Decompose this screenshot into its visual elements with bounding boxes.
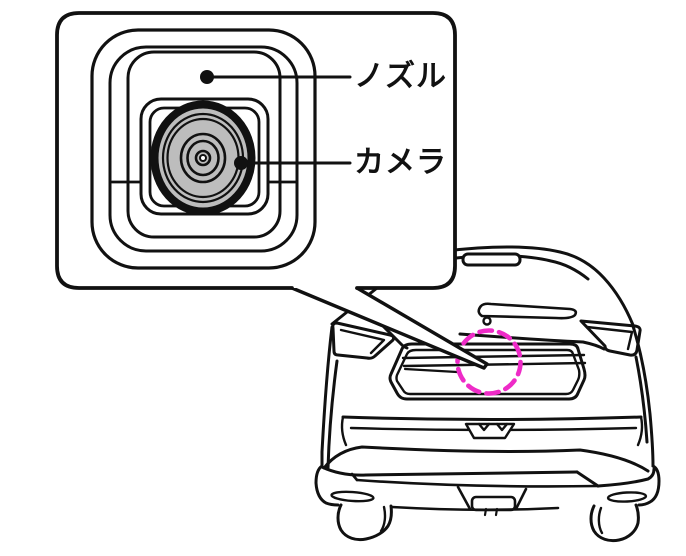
bumper-step-left (350, 472, 359, 482)
car-rear-view (314, 245, 661, 543)
bumper-crease (355, 478, 600, 488)
tailgate-line-1 (341, 415, 643, 421)
bumper-left-side (314, 464, 340, 507)
tailgate-side-left (340, 415, 348, 447)
lens-ring-3 (179, 132, 227, 184)
tailgate-handle-notches (477, 422, 509, 432)
left-wheel (336, 503, 393, 542)
camera-garnish-line-2 (402, 361, 587, 368)
bumper-top-edge (320, 465, 579, 477)
lens-center-ring (194, 149, 212, 167)
right-reflector (606, 491, 648, 503)
nozzle-leader-dot (200, 70, 214, 84)
tailgate-side-right (636, 415, 644, 447)
roof-line (444, 245, 635, 327)
lens-ring-4 (186, 139, 220, 177)
high-mount-stop-lamp (461, 252, 522, 267)
tailgate-bottom-sweep (322, 445, 650, 473)
leader-lines (200, 70, 352, 170)
rear-window-outer (388, 342, 587, 401)
right-wheel (589, 503, 640, 543)
left-reflector (330, 490, 375, 503)
left-mud-flap (379, 505, 387, 533)
bezel-outer (90, 28, 317, 270)
tailgate-top-right (458, 332, 606, 351)
right-body-crease (634, 355, 649, 444)
right-taillight (579, 319, 642, 357)
nozzle-label: ノズル (354, 59, 447, 94)
plate-recess-right (514, 487, 528, 511)
left-taillight-inner (339, 328, 386, 355)
camera-leader-dot (234, 156, 248, 170)
rear-wiper-pivot (482, 316, 492, 326)
camera-garnish-line-3 (403, 367, 459, 374)
right-taillight-inner (585, 325, 634, 351)
left-body-edge (320, 325, 334, 467)
camera-location-highlight-circle (455, 328, 523, 396)
plate-lamp-housing (470, 495, 517, 512)
callout-pointer-edges (290, 286, 489, 370)
bumper-step-right (575, 470, 600, 488)
callout-pointer (290, 286, 489, 370)
nozzle-panel (126, 50, 282, 239)
camera-label: カメラ (354, 145, 447, 180)
bumper-top-right (596, 467, 656, 488)
bezel-inner (108, 45, 299, 253)
lens-center-dot (199, 154, 207, 162)
rear-wiper-blade (477, 302, 578, 320)
right-mud-flap (597, 506, 604, 535)
right-body-edge (631, 324, 655, 468)
callout-box (55, 11, 457, 290)
camera-garnish-line-1 (401, 353, 586, 360)
left-body-crease (326, 359, 339, 470)
plate-recess-left (456, 485, 472, 511)
bumper-right-side (637, 464, 661, 507)
